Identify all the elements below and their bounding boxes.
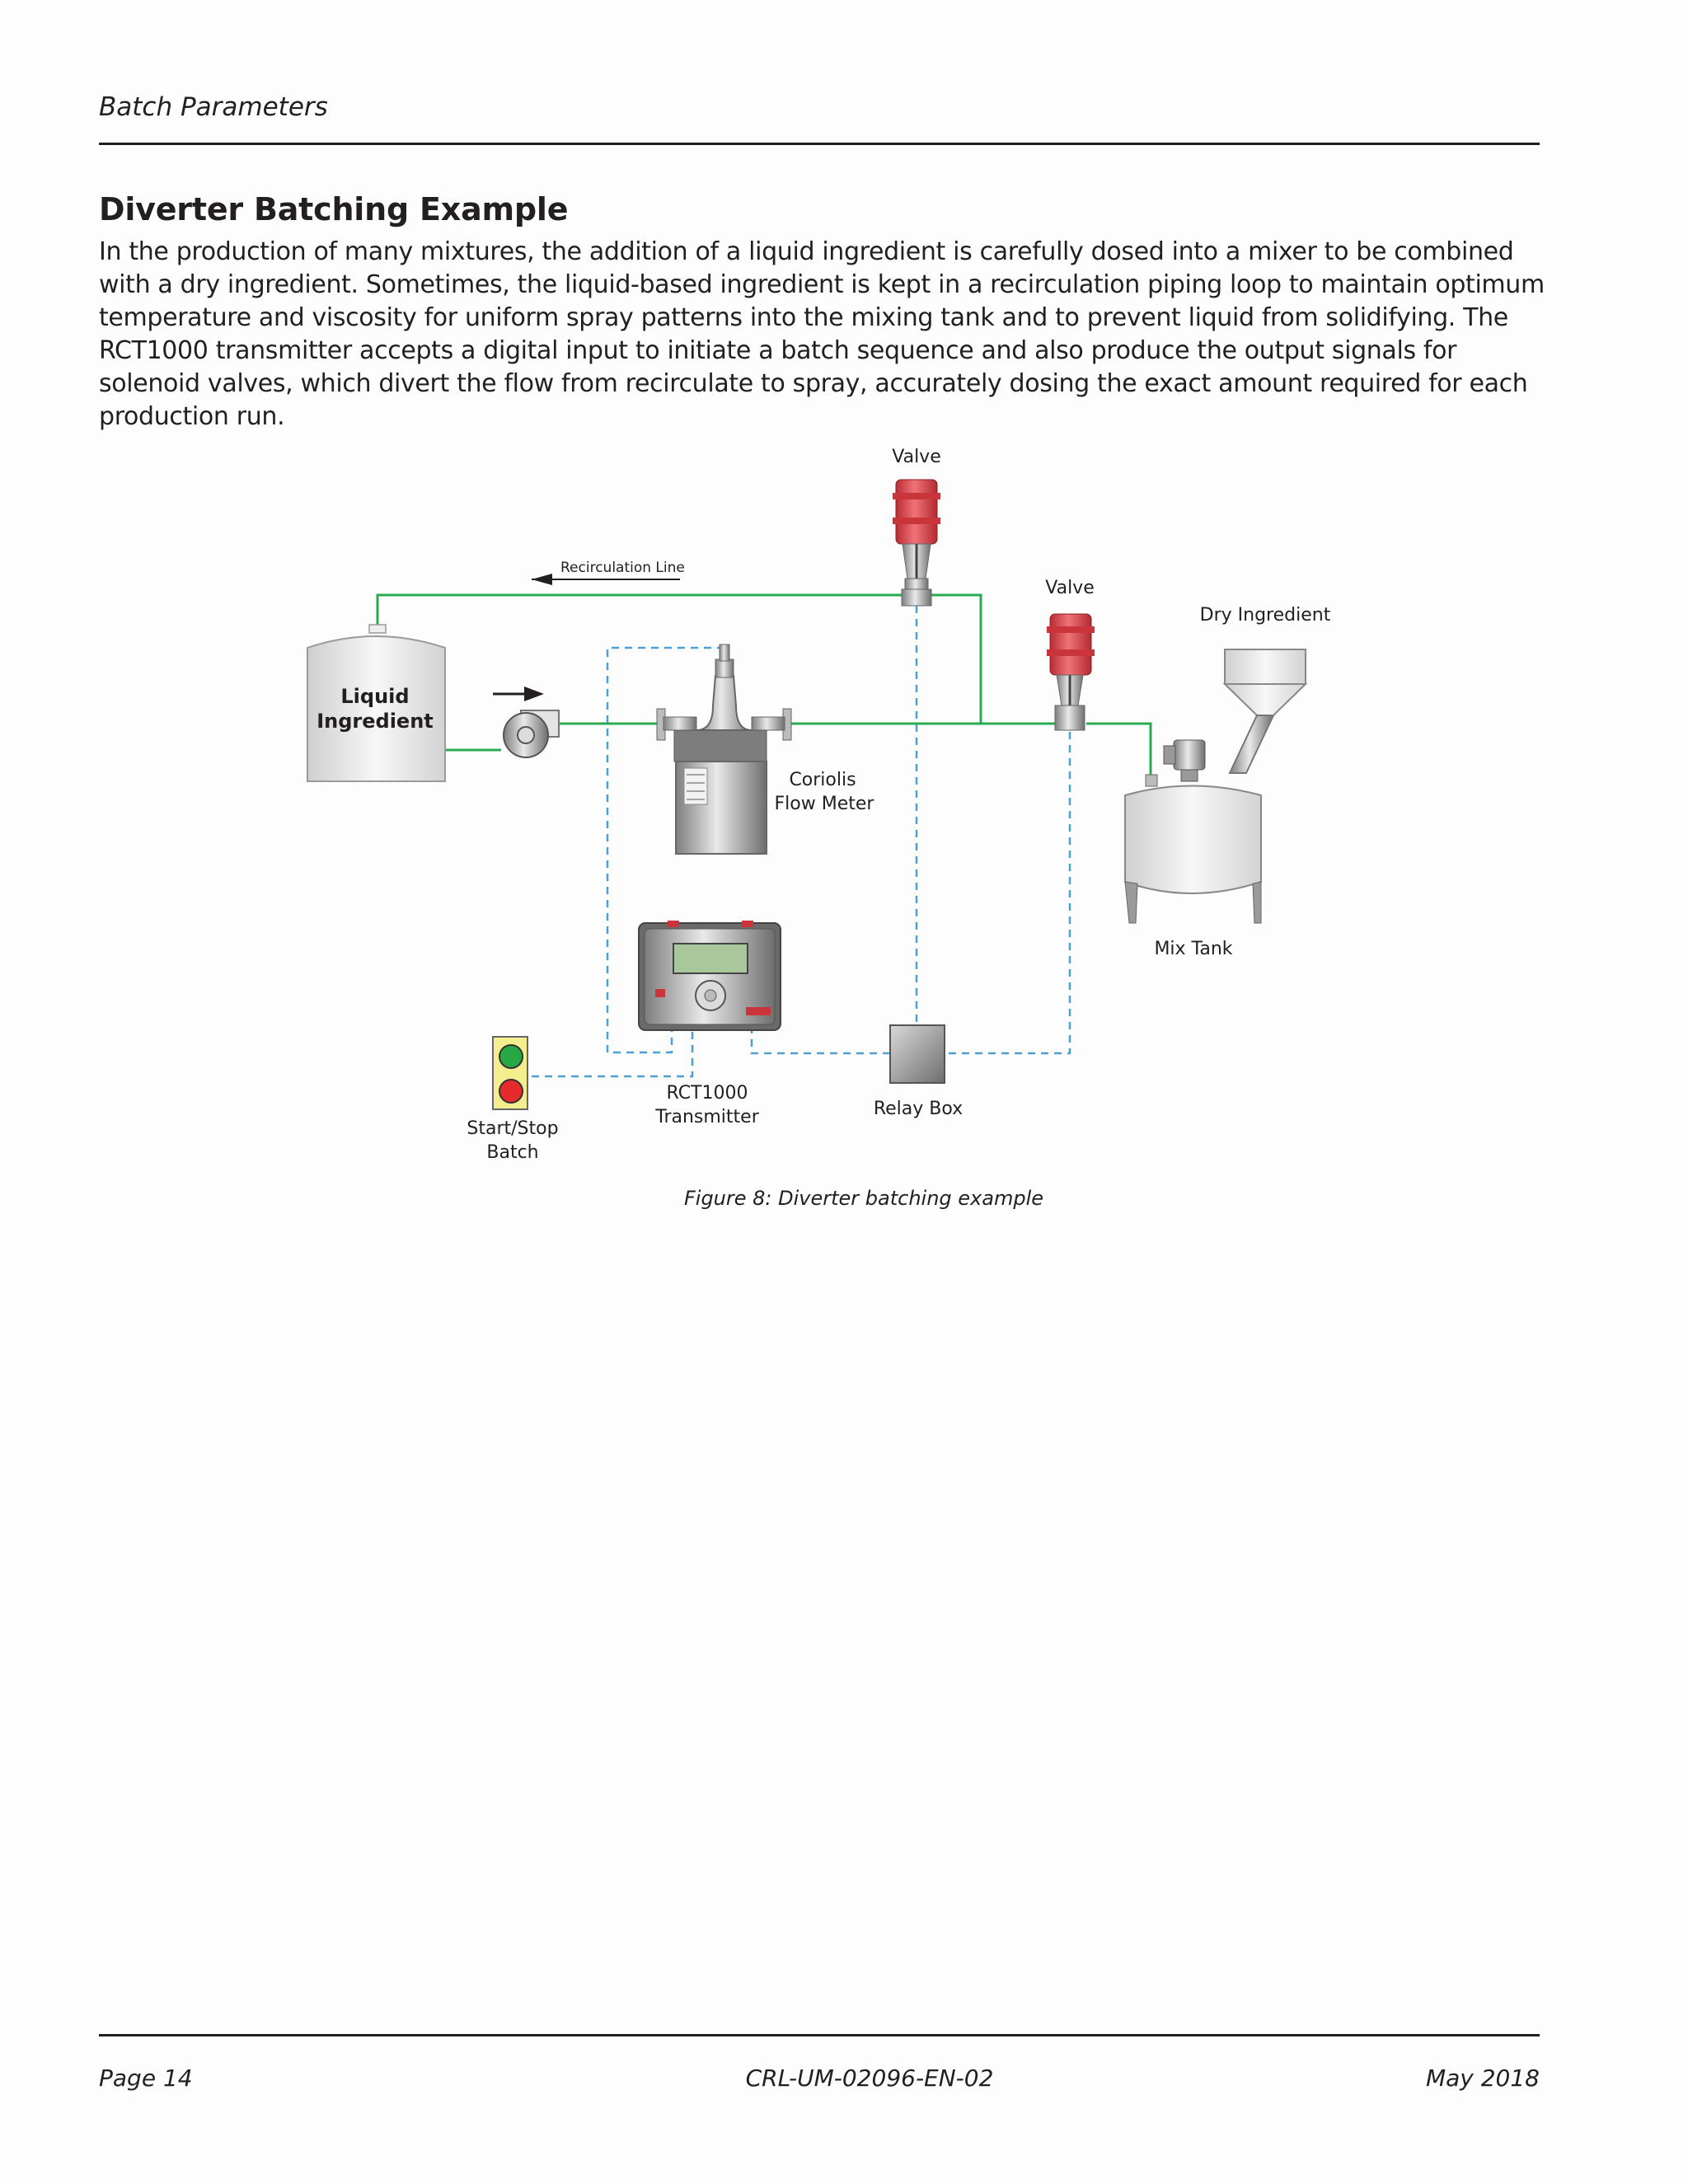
liquid-ingredient-tank: Liquid Ingredient <box>307 624 446 782</box>
valve-to-tank-pipe <box>1086 722 1152 777</box>
startstop-label-2: Batch <box>486 1142 538 1163</box>
valve-right-actuator <box>1049 613 1092 676</box>
signal-wiring <box>532 606 1071 1078</box>
stop-button <box>499 1079 523 1104</box>
flow-direction-arrow-icon <box>493 687 544 701</box>
start-button <box>499 1044 523 1069</box>
liquid-tank-body <box>307 635 446 782</box>
liquid-label-1: Liquid <box>340 685 409 708</box>
coriolis-label-2: Flow Meter <box>775 794 875 814</box>
piping <box>376 593 1152 777</box>
valve-right-body <box>1054 705 1085 731</box>
relay-box-body <box>889 1024 945 1084</box>
valve-right: Valve <box>1045 578 1095 731</box>
document-date: May 2018 <box>1425 2064 1540 2092</box>
liquid-tank-nozzle <box>368 624 387 634</box>
figure-caption: Figure 8: Diverter batching example <box>683 1187 1044 1210</box>
rct1000-transmitter: RCT1000 Transmitter <box>638 921 781 1127</box>
valve-top: Valve <box>892 447 941 607</box>
liquid-label-2: Ingredient <box>316 710 434 733</box>
recirculation-pipe <box>376 593 982 724</box>
dry-ingredient-hopper: Dry Ingredient <box>1200 605 1331 774</box>
mixer-motor <box>1173 739 1206 771</box>
body-paragraph: In the production of many mixtures, the … <box>99 237 1545 431</box>
valve2-signal-line <box>948 732 1071 1055</box>
start-stop-station: Start/Stop Batch <box>467 1036 559 1163</box>
relay-signal-line <box>750 1024 890 1055</box>
footer-rule <box>99 2034 1540 2036</box>
valve-top-label: Valve <box>892 447 941 467</box>
diverter-diagram: Recirculation Line Liquid Ingredient <box>307 447 1331 1163</box>
rct-label-2: Transmitter <box>654 1107 759 1127</box>
rct-label-1: RCT1000 <box>667 1083 748 1104</box>
recirculation-label: Recirculation Line <box>532 560 685 585</box>
recirculation-arrow-icon <box>532 574 552 585</box>
page-header: Batch Parameters <box>99 92 328 122</box>
rct-display <box>673 943 748 974</box>
mix-tank-label: Mix Tank <box>1154 939 1232 959</box>
coriolis-flow-meter: Coriolis Flow Meter <box>656 644 875 855</box>
meter-nameplate <box>683 767 708 805</box>
coriolis-label-1: Coriolis <box>789 770 856 790</box>
relay-box: Relay Box <box>874 1024 963 1119</box>
dry-ingredient-label: Dry Ingredient <box>1200 605 1331 626</box>
recirculation-text: Recirculation Line <box>560 560 685 576</box>
header-rule <box>99 143 1540 145</box>
valve-right-label: Valve <box>1045 578 1095 598</box>
relay-box-label: Relay Box <box>874 1099 963 1119</box>
pump-icon <box>503 710 560 758</box>
mix-tank: Mix Tank <box>1124 739 1262 959</box>
startstop-label-1: Start/Stop <box>467 1118 558 1139</box>
button-signal-line <box>532 1024 694 1078</box>
meter-body <box>673 729 767 762</box>
section-title: Diverter Batching Example <box>99 191 569 227</box>
valve-top-actuator <box>895 479 938 545</box>
page-number: Page 14 <box>99 2064 193 2092</box>
valve-top-body <box>901 588 932 607</box>
document-id: CRL-UM-02096-EN-02 <box>745 2064 994 2092</box>
mix-tank-body <box>1124 785 1262 894</box>
